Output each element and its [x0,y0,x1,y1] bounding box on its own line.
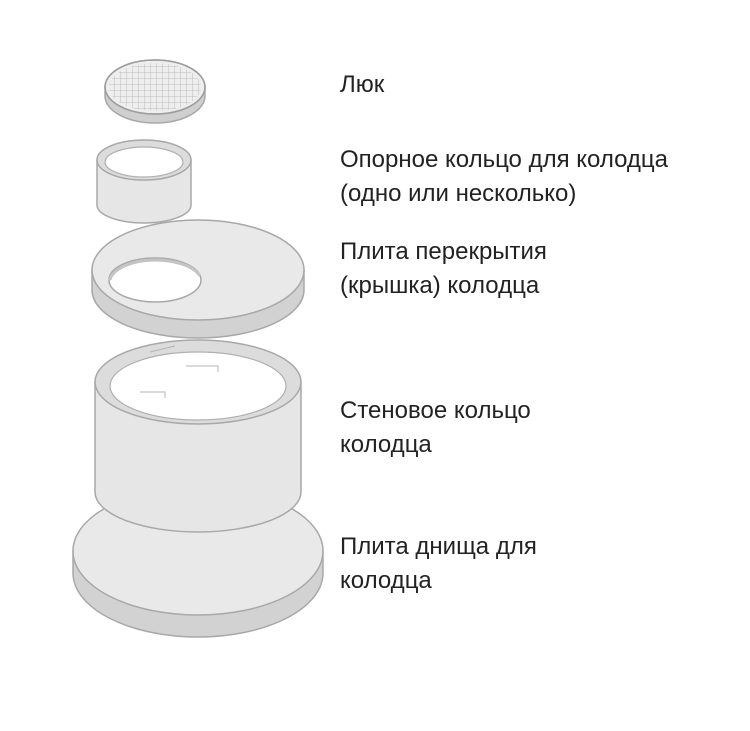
wall-ring-shape [94,339,302,533]
cover-slab-shape [91,219,305,339]
cover-slab-label: Плита перекрытия (крышка) колодца [340,235,547,303]
bottom-slab-label-line-2: колодца [340,567,432,594]
wall-ring-label-line-2: колодца [340,431,432,458]
hatch-shape [104,59,206,124]
wall-ring-label: Стеновое кольцо колодца [340,394,531,462]
support-ring-label-line-1: Опорное кольцо для колодца [340,146,669,173]
wall-ring-label-line-1: Стеновое кольцо [340,397,531,424]
hatch-label-line-1: Люк [340,71,385,98]
support-ring-label-line-2: (одно или несколько) [340,180,577,207]
support-ring-label: Опорное кольцо для колодца (одно или нес… [340,143,668,211]
support-ring-shape [96,139,192,224]
cover-slab-label-line-1: Плита перекрытия [340,238,547,265]
hatch-label: Люк [340,68,384,102]
bottom-slab-label-line-1: Плита днища для [340,533,537,560]
cover-slab-label-line-2: (крышка) колодца [340,272,540,299]
bottom-slab-label: Плита днища для колодца [340,530,537,598]
